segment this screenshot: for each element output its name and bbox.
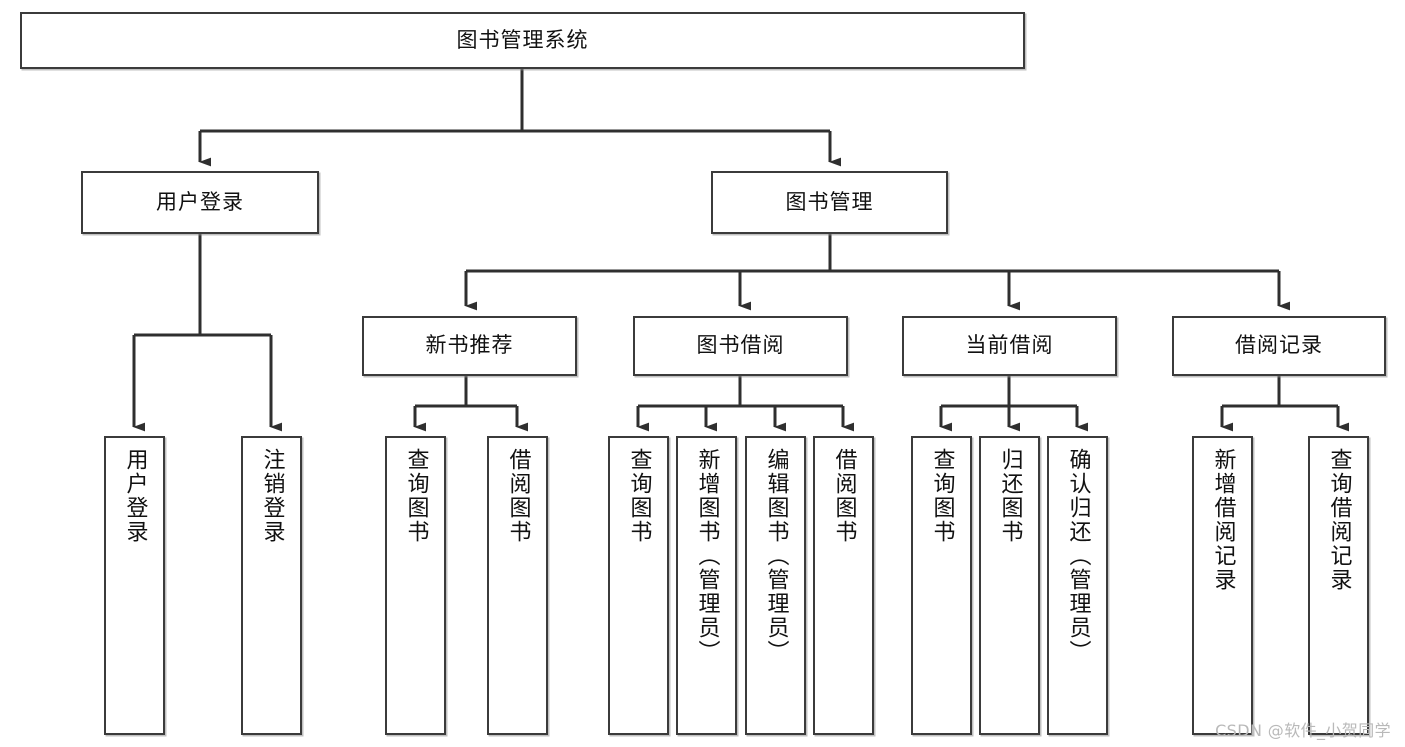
leaf-book-borrow-add-book-admin[interactable]: 新增图书（管理员） <box>676 436 737 735</box>
node-label: 图书管理系统 <box>456 27 589 52</box>
leaf-current-borrow-return-book[interactable]: 归还图书 <box>979 436 1040 735</box>
node-label: 查询图书 <box>929 448 955 544</box>
node-borrow-record[interactable]: 借阅记录 <box>1172 316 1386 376</box>
leaf-user-login-logout[interactable]: 注销登录 <box>241 436 302 735</box>
leaf-borrow-record-add-record[interactable]: 新增借阅记录 <box>1192 436 1253 735</box>
node-label: 编辑图书（管理员） <box>763 448 789 664</box>
node-book-borrow[interactable]: 图书借阅 <box>633 316 848 376</box>
leaf-book-borrow-query-book[interactable]: 查询图书 <box>608 436 669 735</box>
node-label: 当前借阅 <box>965 333 1054 358</box>
leaf-new-book-borrow-book[interactable]: 借阅图书 <box>487 436 548 735</box>
node-label: 查询图书 <box>403 448 429 544</box>
node-label: 借阅图书 <box>505 448 531 544</box>
node-label: 借阅图书 <box>831 448 857 544</box>
node-user-login[interactable]: 用户登录 <box>81 171 319 234</box>
node-current-borrow[interactable]: 当前借阅 <box>902 316 1117 376</box>
leaf-current-borrow-confirm-return-admin[interactable]: 确认归还（管理员） <box>1047 436 1108 735</box>
node-label: 确认归还（管理员） <box>1065 448 1091 664</box>
leaf-book-borrow-edit-book-admin[interactable]: 编辑图书（管理员） <box>745 436 806 735</box>
node-book-management[interactable]: 图书管理 <box>711 171 948 234</box>
leaf-current-borrow-query-book[interactable]: 查询图书 <box>911 436 972 735</box>
node-label: 借阅记录 <box>1235 333 1323 358</box>
leaf-new-book-query-book[interactable]: 查询图书 <box>385 436 446 735</box>
node-label: 新增图书（管理员） <box>694 448 720 664</box>
node-new-book-recommend[interactable]: 新书推荐 <box>362 316 577 376</box>
node-label: 新增借阅记录 <box>1210 448 1236 592</box>
node-label: 图书管理 <box>785 189 874 214</box>
node-label: 查询图书 <box>626 448 652 544</box>
leaf-borrow-record-query-record[interactable]: 查询借阅记录 <box>1308 436 1369 735</box>
node-label: 新书推荐 <box>425 333 514 358</box>
node-label: 用户登录 <box>156 189 244 214</box>
node-label: 用户登录 <box>122 448 148 544</box>
node-label: 归还图书 <box>997 448 1023 544</box>
node-root-book-management-system[interactable]: 图书管理系统 <box>20 12 1025 69</box>
leaf-book-borrow-borrow-book[interactable]: 借阅图书 <box>813 436 874 735</box>
node-label: 图书借阅 <box>696 333 785 358</box>
leaf-user-login-login[interactable]: 用户登录 <box>104 436 165 735</box>
node-label: 查询借阅记录 <box>1326 448 1352 592</box>
node-label: 注销登录 <box>259 448 285 544</box>
